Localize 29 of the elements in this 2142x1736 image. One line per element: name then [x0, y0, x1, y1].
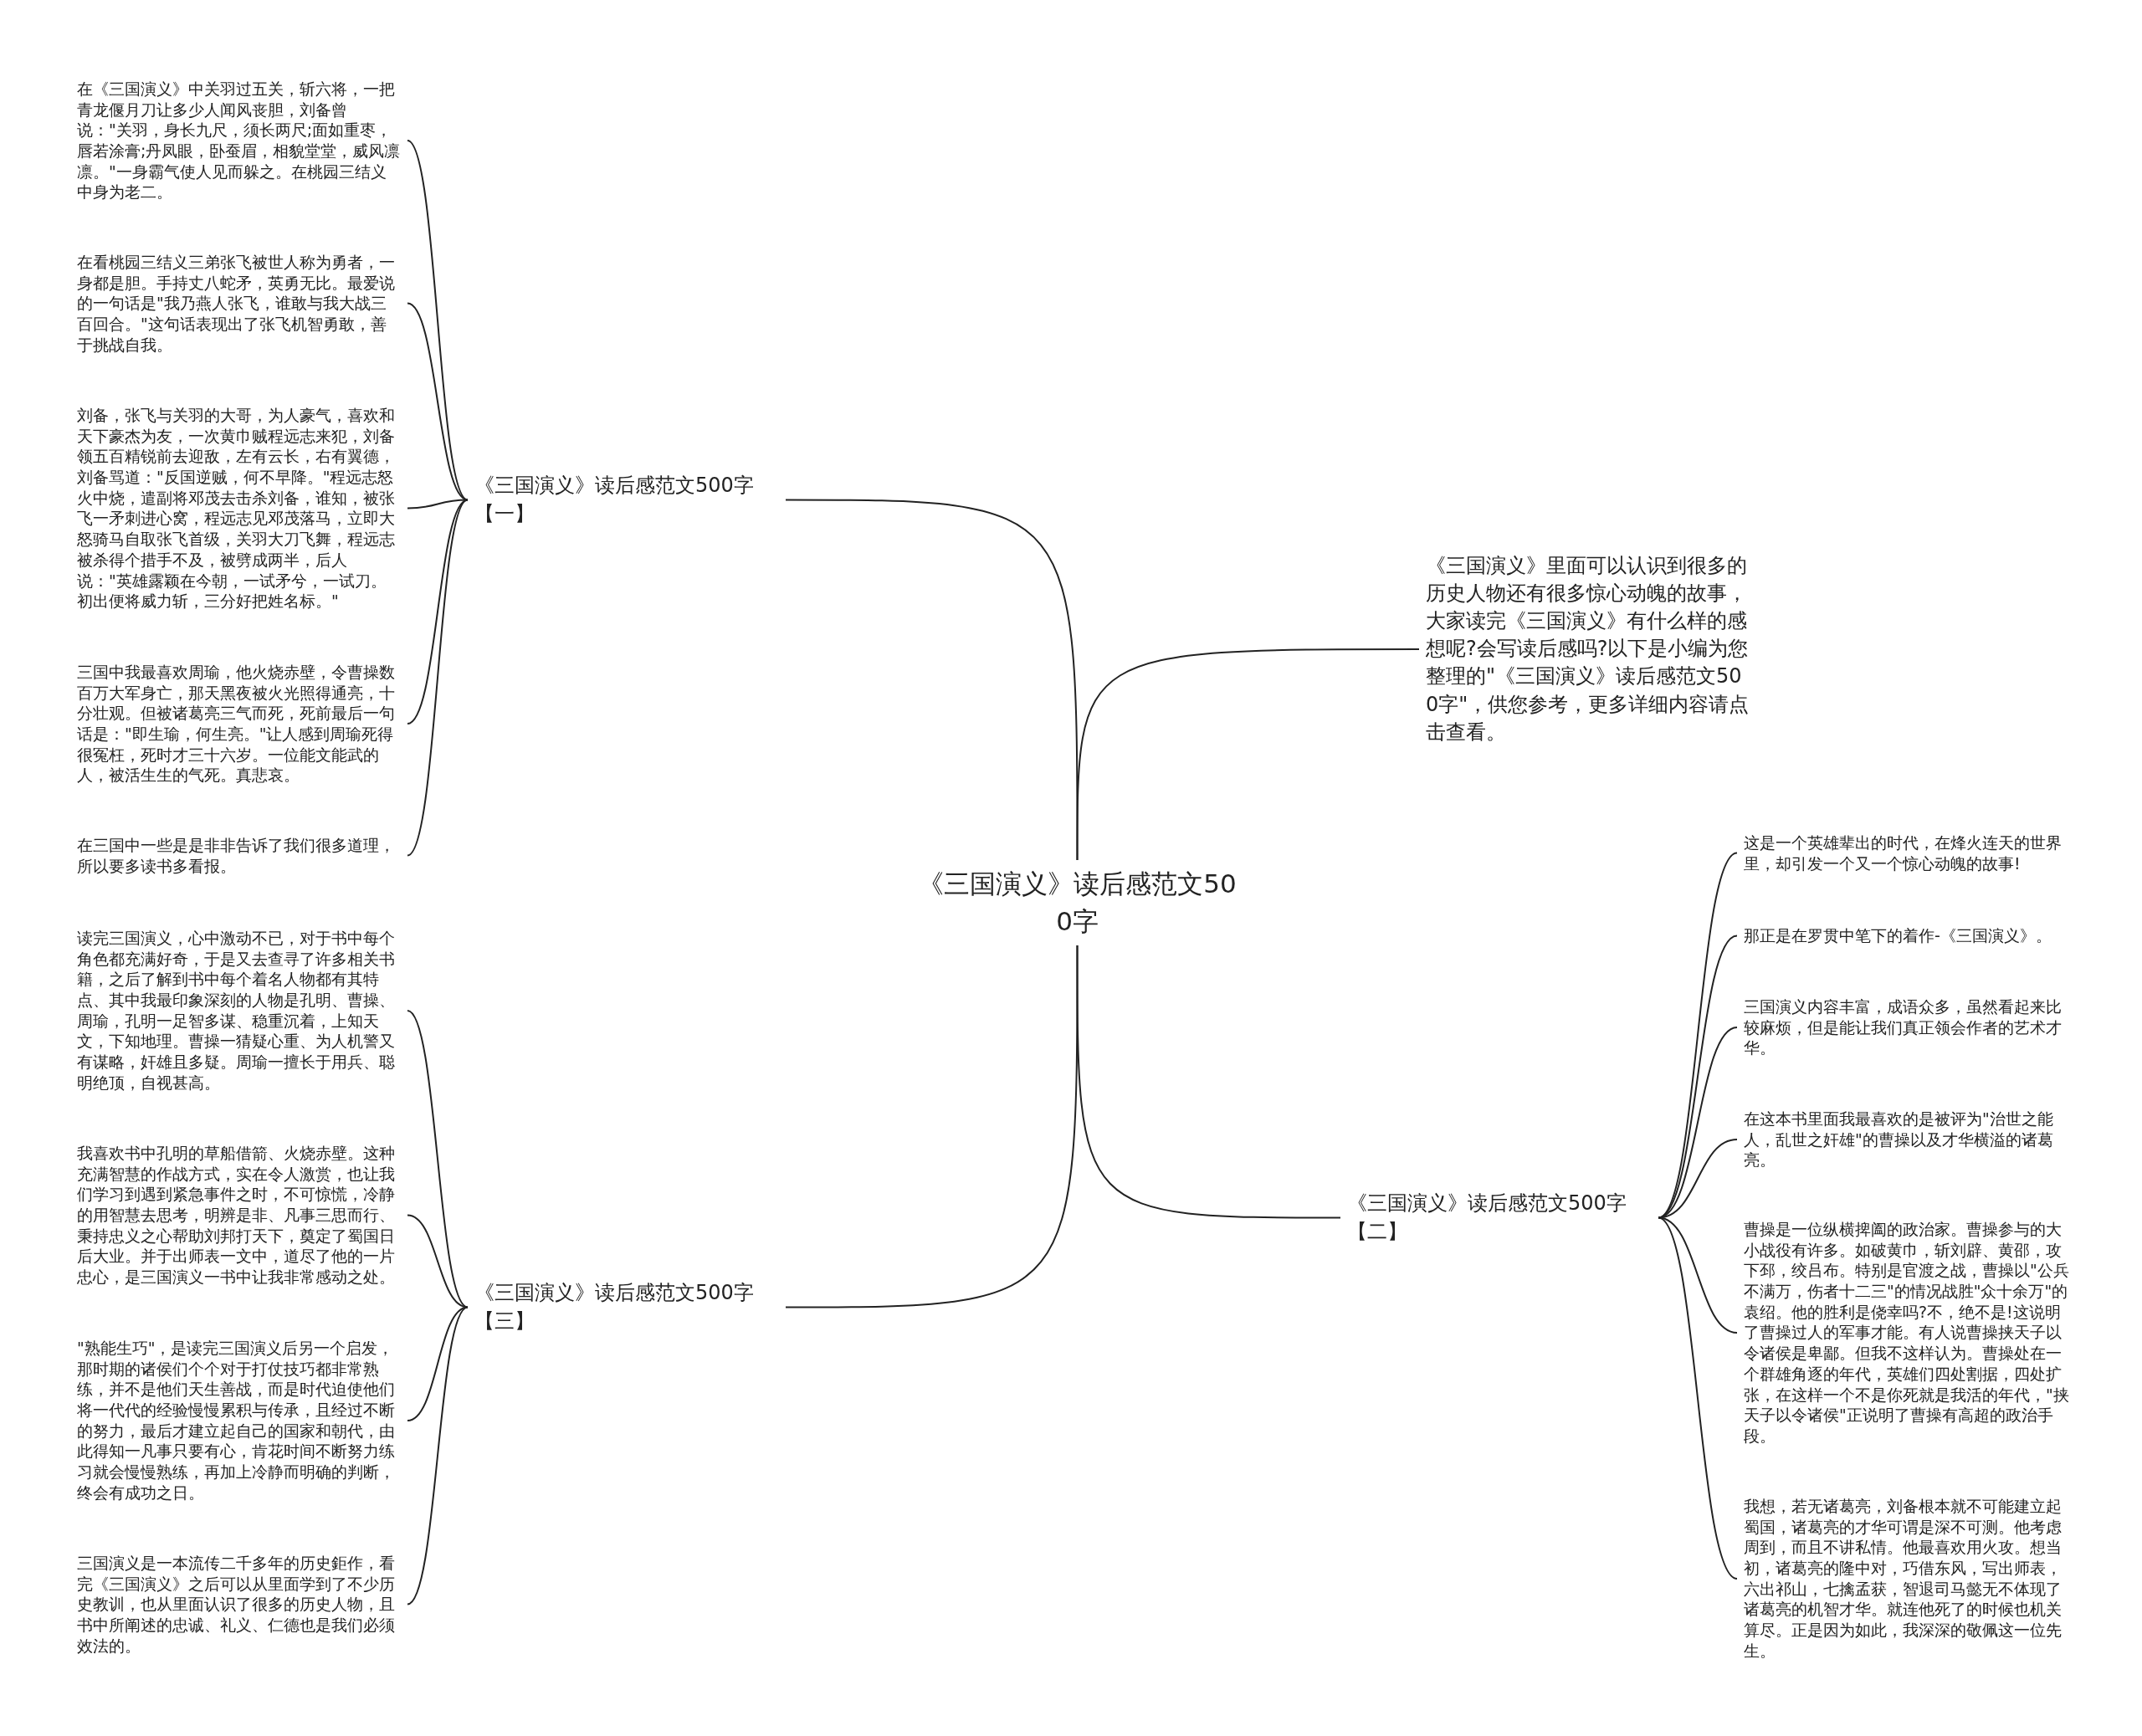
- connector-line: [1076, 648, 1420, 861]
- connector-line: [407, 1214, 469, 1308]
- connector-line: [407, 302, 469, 501]
- leaf-paragraph: 曹操是一位纵横捭阖的政治家。曹操参与的大小战役有许多。如破黄巾，斩刘辟、黄邵，攻下邳，绞吕布。特别是官渡之战，曹操以"公兵不满万，伤者十二三"的情况战胜"众十余万"的袁绍。他的胜利是侥幸吗?不，绝不是!这说明了曹操过人的军事才能。有人说曹操挟天子以令诸侯是卑鄙。但我不这样认为。曹操处在一个群雄角逐的年代，英雄们四处割据，四处扩张，在这样一个不是你死就是我活的年代，"挟天子以令诸侯"正说明了曹操有高超的政治手段。: [1740, 1217, 2075, 1448]
- leaf-paragraph: 在这本书里面我最喜欢的是被评为"治世之能人，乱世之奸雄"的曹操以及才华横溢的诸葛亮。: [1740, 1107, 2075, 1173]
- leaf-paragraph: 读完三国演义，心中激动不已，对于书中每个角色都充满好奇，于是又去查寻了许多相关书籍，之后了解到书中每个着名人物都有其特点、其中我最印象深刻的人物是孔明、曹操、周瑜，孔明一足智多谋、稳重沉着，上知天文，下知地理。曹操一猜疑心重、为人机警又有谋略，奸雄且多疑。周瑜一擅长于用兵、聪明绝顶，自视甚高。: [74, 926, 404, 1095]
- leaf-paragraph: 我喜欢书中孔明的草船借箭、火烧赤壁。这种充满智慧的作战方式，实在令人激赏，也让我们学习到遇到紧急事件之时，不可惊慌，冷静的用智慧去思考，明辨是非、凡事三思而行、秉持忠义之心帮助刘邦打天下，奠定了蜀国日后大业。并于出师表一文中，道尽了他的一片忠心，是三国演义一书中让我非常感动之处。: [74, 1141, 404, 1289]
- connector-line: [1658, 1216, 1738, 1580]
- branch-topic: 《三国演义》读后感范文500字【一】: [471, 470, 782, 530]
- leaf-paragraph: "熟能生巧"，是读完三国演义后另一个启发，那时期的诸侯们个个对于打仗技巧都非常熟练，并不是他们天生善战，而是时代迫使他们将一代代的经验慢慢累积与传承，且经过不断的努力，最后才建立起自己的国家和朝代，由此得知一凡事只要有心，肯花时间不断努力练习就会慢慢熟练，再加上冷静而明确的判断，终会有成功之日。: [74, 1336, 404, 1505]
- leaf-paragraph: 三国中我最喜欢周瑜，他火烧赤壁，令曹操数百万大军身亡，那天黑夜被火光照得通亮，十分壮观。但被诸葛亮三气而死，死前最后一句话是："即生瑜，何生亮。"让人感到周瑜死得很冤枉，死时才三十六岁。一位能文能武的人，被活生生的气死。真悲哀。: [74, 660, 404, 788]
- leaf-paragraph: 在三国中一些是是非非告诉了我们很多道理，所以要多读书多看报。: [74, 833, 404, 878]
- leaf-paragraph: 在看桃园三结义三弟张飞被世人称为勇者，一身都是胆。手持丈八蛇矛，英勇无比。最爱说的一句话是"我乃燕人张飞，谁敢与我大战三百回合。"这句话表现出了张飞机智勇敢，善于挑战自我。: [74, 250, 404, 357]
- central-topic: 《三国演义》读后感范文500字: [912, 862, 1243, 944]
- connector-line: [785, 945, 1079, 1308]
- branch-topic: 《三国演义》读后感范文500字【二】: [1344, 1188, 1655, 1248]
- leaf-paragraph: 这是一个英雄辈出的时代，在烽火连天的世界里，却引发一个又一个惊心动魄的故事!: [1740, 831, 2075, 876]
- leaf-paragraph: 在《三国演义》中关羽过五关，斩六将，一把青龙偃月刀让多少人闻风丧胆，刘备曾说："关羽，身长九尺，须长两尺;面如重枣，唇若涂膏;丹凤眼，卧蚕眉，相貌堂堂，威风凛凛。"一身霸气使人见而躲之。在桃园三结义中身为老二。: [74, 77, 404, 205]
- leaf-paragraph: 我想，若无诸葛亮，刘备根本就不可能建立起蜀国，诸葛亮的才华可谓是深不可测。他考虑周到，而且不讲私情。他最喜欢用火攻。想当初，诸葛亮的隆中对，巧借东风，写出师表，六出祁山，七擒孟获，智退司马懿无不体现了诸葛亮的机智才华。就连他死了的时候也机关算尽。正是因为如此，我深深的敬佩这一位先生。: [1740, 1494, 2075, 1663]
- leaf-paragraph: 三国演义内容丰富，成语众多，虽然看起来比较麻烦，但是能让我们真正领会作者的艺术才华。: [1740, 995, 2075, 1061]
- leaf-paragraph: 刘备，张飞与关羽的大哥，为人豪气，喜欢和天下豪杰为友，一次黄巾贼程远志来犯，刘备领五百精锐前去迎敌，左有云长，右有翼德，刘备骂道："反国逆贼，何不早降。"程远志怒火中烧，遣副将邓茂去击杀刘备，谁知，被张飞一矛刺进心窝，程远志见邓茂落马，立即大怒骑马自取张飞首级，关羽大刀飞舞，程远志被杀得个措手不及，被劈成两半，后人说："英雄露颖在今朝，一试矛兮，一试刀。初出便将威力斩，三分好把姓名标。": [74, 403, 404, 613]
- leaf-paragraph: 三国演义是一本流传二千多年的历史鉅作，看完《三国演义》之后可以从里面学到了不少历史教训，也从里面认识了很多的历史人物，且书中所阐述的忠诚、礼义、仁德也是我们必须效法的。: [74, 1551, 404, 1658]
- connector-line: [785, 499, 1079, 861]
- intro-paragraph: 《三国演义》里面可以认识到很多的历史人物还有很多惊心动魄的故事，大家读完《三国演义》有什么样的感想呢?会写读后感吗?以下是小编为您整理的"《三国演义》读后感范文500字"，供您参考，更多详细内容请点击查看。: [1422, 551, 1757, 748]
- branch-topic: 《三国演义》读后感范文500字【三】: [471, 1278, 782, 1338]
- connector-line: [407, 1306, 469, 1605]
- connector-line: [1076, 945, 1341, 1219]
- connector-line: [407, 499, 469, 857]
- leaf-paragraph: 那正是在罗贯中笔下的着作-《三国演义》。: [1740, 924, 2075, 948]
